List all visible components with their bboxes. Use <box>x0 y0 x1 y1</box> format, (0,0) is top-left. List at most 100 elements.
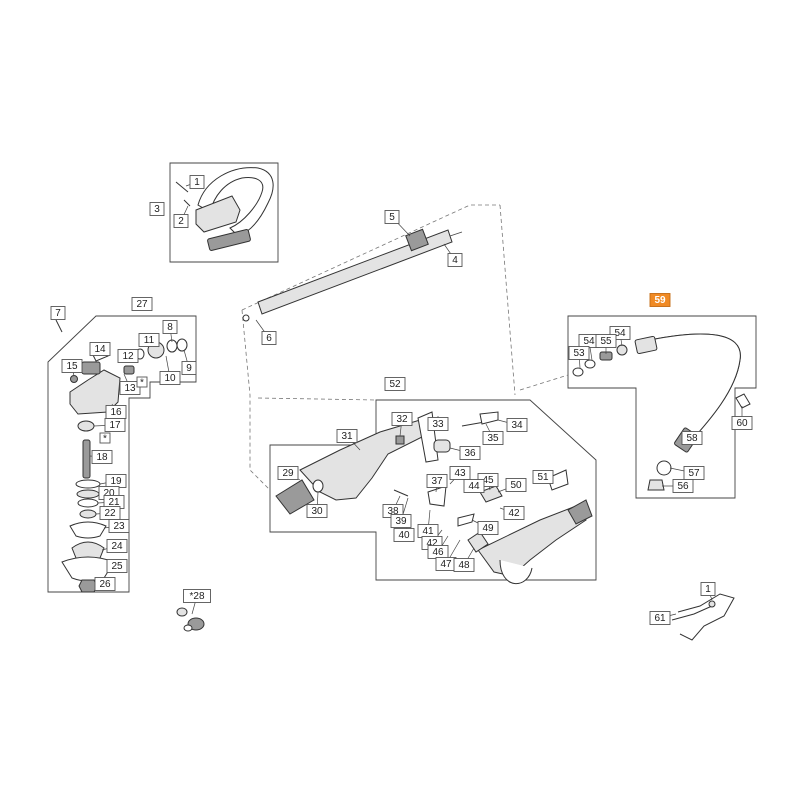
part-label-13[interactable]: 13 <box>119 381 141 395</box>
part-label-27[interactable]: 27 <box>131 297 153 311</box>
part-label-box <box>117 349 139 363</box>
part-label-4[interactable]: 4 <box>447 253 463 267</box>
part-label-text: 29 <box>282 468 294 479</box>
part-label-58[interactable]: 58 <box>681 431 703 445</box>
part-label-49[interactable]: 49 <box>477 521 499 535</box>
part-label-box <box>390 514 412 528</box>
part-label-56[interactable]: 56 <box>672 479 694 493</box>
part-label-57[interactable]: 57 <box>683 466 705 480</box>
part-label-48[interactable]: 48 <box>453 558 475 572</box>
part-label-box <box>477 521 499 535</box>
part-label-text: 19 <box>110 476 122 487</box>
washer-20 <box>76 489 100 499</box>
part-label-52[interactable]: 52 <box>384 377 406 391</box>
part-label-text: 39 <box>395 516 407 527</box>
part-label-box <box>427 417 449 431</box>
part-label-40[interactable]: 40 <box>393 528 415 542</box>
part-label-37[interactable]: 37 <box>426 474 448 488</box>
handle-clamp-plate <box>207 229 251 251</box>
part-label-14[interactable]: 14 <box>89 342 111 356</box>
part-label-text: 10 <box>164 373 176 384</box>
part-label-text: 25 <box>111 561 123 572</box>
lock-nut-26 <box>78 579 98 593</box>
part-label-box <box>568 346 590 360</box>
part-label-59-highlighted[interactable]: 59 <box>649 293 671 307</box>
part-label-31[interactable]: 31 <box>336 429 358 443</box>
part-label-33[interactable]: 33 <box>427 417 449 431</box>
part-label-3[interactable]: 3 <box>149 202 165 216</box>
part-label-15[interactable]: 15 <box>61 359 83 373</box>
part-label-2[interactable]: 2 <box>173 214 189 228</box>
part-label-50[interactable]: 50 <box>505 478 527 492</box>
part-label-28[interactable]: *28 <box>183 589 211 603</box>
part-label-41[interactable]: 41 <box>417 524 439 538</box>
part-label-60[interactable]: 60 <box>731 416 753 430</box>
part-label-box <box>449 466 471 480</box>
part-label-text: 1 <box>194 177 200 188</box>
part-label-42[interactable]: 42 <box>503 506 525 520</box>
part-label-text: 42 <box>426 538 438 549</box>
part-label-29[interactable]: 29 <box>277 466 299 480</box>
part-label-44[interactable]: 44 <box>463 479 485 493</box>
bracket-51 <box>547 469 569 491</box>
part-label-11[interactable]: 11 <box>138 333 160 347</box>
part-label-5[interactable]: 5 <box>384 210 400 224</box>
part-label-9[interactable]: 9 <box>181 361 197 375</box>
part-label-17[interactable]: 17 <box>104 418 126 432</box>
part-label-30[interactable]: 30 <box>306 504 328 518</box>
part-label-22[interactable]: 22 <box>99 506 121 520</box>
wire-bracket-2 <box>671 605 713 621</box>
gear-head-neck <box>81 361 101 375</box>
part-label-text: 14 <box>94 344 106 355</box>
part-label-34[interactable]: 34 <box>506 418 528 432</box>
part-label-box <box>453 558 475 572</box>
part-label-8[interactable]: 8 <box>162 320 178 334</box>
part-label-box <box>649 611 671 625</box>
part-label-7[interactable]: 7 <box>50 306 66 320</box>
screw-32 <box>395 435 405 445</box>
handle-screw-2 <box>183 199 191 207</box>
part-label-36[interactable]: 36 <box>459 446 481 460</box>
part-label-1[interactable]: 1 <box>189 175 205 189</box>
part-label-32[interactable]: 32 <box>391 412 413 426</box>
part-label-46[interactable]: 46 <box>427 545 449 559</box>
wire-bracket <box>677 593 735 641</box>
part-label-55[interactable]: 55 <box>595 334 617 348</box>
part-label-1[interactable]: 1 <box>700 582 716 596</box>
part-label-text: 16 <box>110 407 122 418</box>
part-label-23[interactable]: 23 <box>108 519 130 533</box>
part-label-box <box>426 474 448 488</box>
part-label-51[interactable]: 51 <box>532 470 554 484</box>
small-bushing <box>123 365 135 375</box>
washer-22 <box>79 509 97 519</box>
part-label-35[interactable]: 35 <box>482 431 504 445</box>
part-label-18[interactable]: 18 <box>91 450 113 464</box>
part-label-16[interactable]: 16 <box>105 405 127 419</box>
pin-49 <box>457 513 475 527</box>
part-label-text: 57 <box>688 468 700 479</box>
part-label-26[interactable]: 26 <box>94 577 116 591</box>
part-label-25[interactable]: 25 <box>106 559 128 573</box>
part-label-text: 48 <box>458 560 470 571</box>
part-label-19[interactable]: 19 <box>105 474 127 488</box>
part-label-text: 20 <box>103 488 115 499</box>
part-label-text: 8 <box>167 322 173 333</box>
grip-sleeve <box>275 479 315 515</box>
part-label-text: 47 <box>440 559 452 570</box>
part-label-53[interactable]: 53 <box>568 346 590 360</box>
part-label-61[interactable]: 61 <box>649 611 671 625</box>
part-label-43[interactable]: 43 <box>449 466 471 480</box>
part-label-box <box>131 297 153 311</box>
part-label-text: 17 <box>109 420 121 431</box>
bracket-60 <box>735 393 751 409</box>
cap-56 <box>647 479 665 491</box>
part-label-24[interactable]: 24 <box>106 539 128 553</box>
part-label-10[interactable]: 10 <box>159 371 181 385</box>
part-label-text: 21 <box>108 497 120 508</box>
part-label-12[interactable]: 12 <box>117 349 139 363</box>
part-label-47[interactable]: 47 <box>435 557 457 571</box>
part-label-39[interactable]: 39 <box>390 514 412 528</box>
part-label-text: 42 <box>508 508 520 519</box>
part-label-6[interactable]: 6 <box>261 331 277 345</box>
